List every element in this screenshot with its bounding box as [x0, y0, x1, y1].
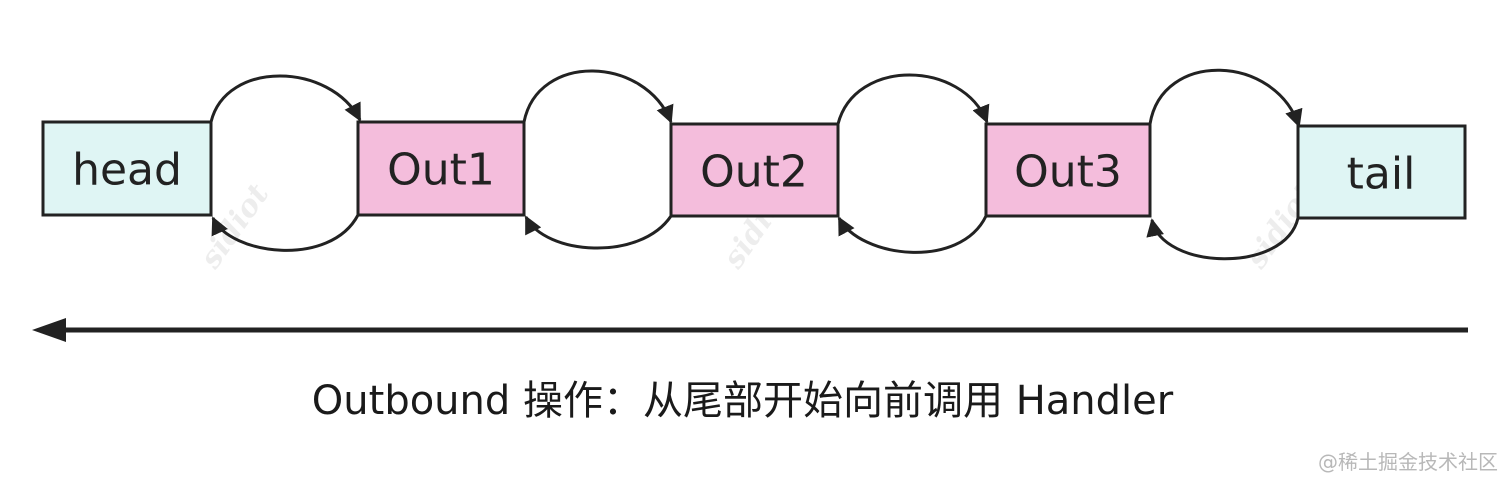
site-watermark: @稀土掘金技术社区 [1318, 450, 1498, 474]
node-out2-box [669, 122, 840, 218]
arc-backward-tail-out3 [1146, 217, 1300, 261]
node-head-label: head [72, 145, 182, 196]
node-out2-label: Out2 [700, 147, 808, 198]
arc-forward-out2-out3 [836, 73, 990, 125]
node-out3-label: Out3 [1014, 147, 1122, 198]
direction-arrow [32, 318, 1468, 342]
arc-backward-out1-head [211, 214, 360, 252]
node-head: head [41, 120, 213, 217]
node-tail-label: tail [1347, 149, 1416, 200]
diagram-caption: Outbound 操作：从尾部开始向前调用 Handler [311, 378, 1174, 424]
node-out1-label: Out1 [387, 145, 495, 196]
direction-arrowhead-left [32, 318, 66, 342]
node-head-box [41, 120, 213, 217]
node-out1: Out1 [356, 120, 526, 217]
node-out1-box [356, 120, 526, 217]
node-tail-box [1296, 124, 1467, 220]
arc-backward-out3-out2 [837, 215, 988, 254]
node-out3-box [984, 122, 1152, 218]
arc-forward-head-out1 [209, 74, 362, 123]
arc-backward-out2-out1 [524, 215, 673, 250]
arc-forward-out3-tail [1148, 68, 1303, 128]
node-tail: tail [1296, 124, 1467, 220]
node-out2: Out2 [669, 122, 840, 218]
node-out3: Out3 [984, 122, 1152, 218]
arc-forward-out1-out2 [522, 69, 674, 124]
